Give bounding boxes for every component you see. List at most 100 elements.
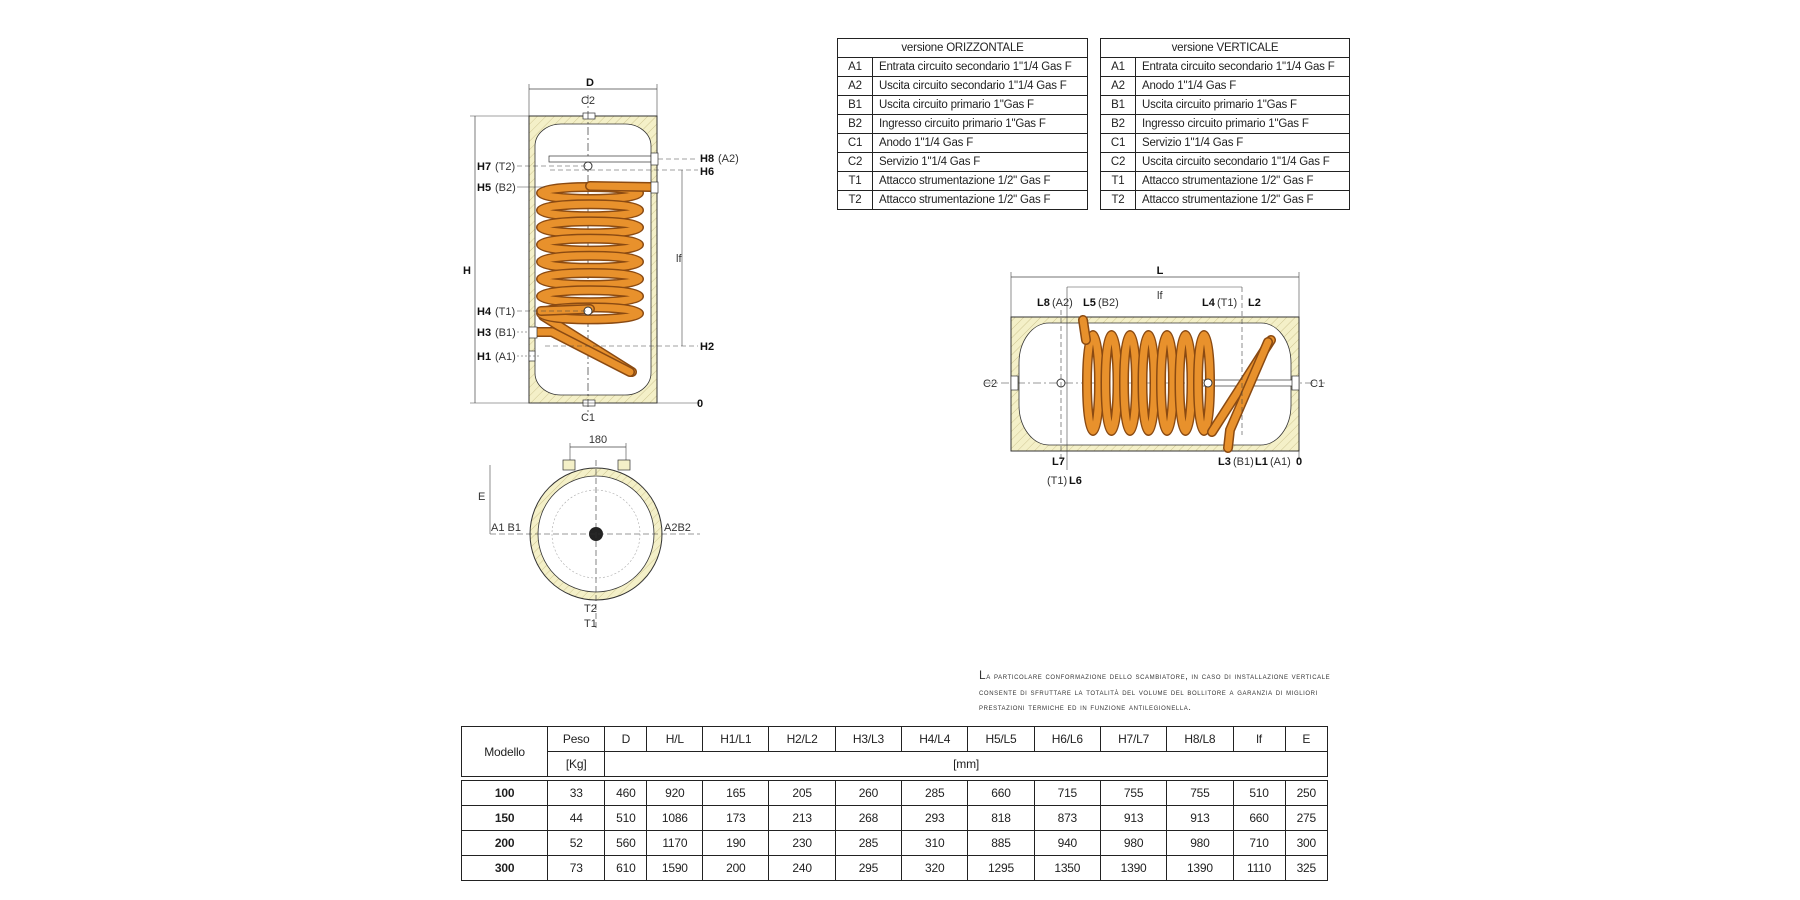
diagram-label: L3 [1218,456,1231,468]
diagram-label: (T1) [495,306,515,318]
connection-code: B1 [1100,95,1136,115]
connection-code: B2 [1100,114,1136,134]
connection-description: Uscita circuito primario 1"Gas F [1135,95,1350,115]
value-cell: 173 [702,805,770,831]
value-cell: 1110 [1232,855,1286,881]
diagram-label: (T1) [1217,297,1237,309]
diagram-label: (A1) [495,351,516,363]
value-cell: 200 [702,855,770,881]
value-cell: 873 [1033,805,1101,831]
connection-code: C2 [1100,152,1136,172]
connection-description: Ingresso circuito primario 1"Gas F [872,114,1088,134]
header-modello: Modello [460,726,549,777]
horizontal-bottom-labels: L7 (T1)L6 L3(B1) L1(A1) 0 [1047,456,1302,487]
connection-description: Uscita circuito secondario 1"1/4 Gas F [872,76,1088,96]
model-cell: 100 [460,780,549,806]
value-cell: 230 [768,830,836,856]
value-cell: 325 [1284,855,1329,881]
column-header: H7/L7 [1099,726,1168,752]
label-lf: lf [676,253,682,265]
connection-code: A2 [837,76,873,96]
value-cell: 285 [834,830,903,856]
connection-description: Attacco strumentazione 1/2" Gas F [1135,190,1350,210]
connection-description: Servizio 1"1/4 Gas F [872,152,1088,172]
connection-description: Anodo 1"1/4 Gas F [1135,76,1350,96]
diagram-label: H6 [700,166,714,178]
label-lf-h: lf [1157,290,1163,302]
connection-code: C1 [1100,133,1136,153]
value-cell: 940 [1033,830,1101,856]
column-header: H8/L8 [1166,726,1234,752]
diagram-label: 0 [697,398,703,410]
value-cell: 295 [834,855,903,881]
value-cell: 1295 [967,855,1035,881]
vertical-left-labels: H7(T2) H5(B2) H4(T1) H3(B1) H1(A1) [477,161,588,363]
connection-code: C2 [837,152,873,172]
diagram-label: 0 [1296,456,1302,468]
diagram-label: (B2) [495,182,516,194]
column-header: lf [1232,726,1286,752]
diagram-label: (T1) [1047,475,1067,487]
value-cell: 300 [1284,830,1329,856]
diagram-label: H3 [477,327,491,339]
column-header: Peso [547,726,606,752]
value-cell: 660 [967,780,1035,806]
connection-code: A1 [837,57,873,77]
value-cell: 755 [1166,780,1234,806]
legend-title: versione VERTICALE [1100,38,1350,58]
value-cell: 190 [702,830,770,856]
diagram-label: (B1) [495,327,516,339]
connection-description: Anodo 1"1/4 Gas F [872,133,1088,153]
horizontal-top-labels: L8(A2) L5(B2) L4(T1) L2 [1037,297,1261,309]
diagram-label: L8 [1037,297,1050,309]
value-cell: 660 [1232,805,1286,831]
diagram-label: (B1) [1233,456,1254,468]
connection-description: Attacco strumentazione 1/2" Gas F [872,190,1088,210]
label-t2: T2 [584,603,597,615]
label-180: 180 [589,434,607,446]
horizontal-tank-diagram: L lf L8(A2) L5(B2) L4(T1) L2 C2 C1 L7 (T… [983,265,1325,487]
value-cell: 293 [901,805,969,831]
connection-code: T1 [1100,171,1136,191]
value-cell: 1086 [646,805,704,831]
connection-description: Entrata circuito secondario 1"1/4 Gas F [1135,57,1350,77]
label-h: H [463,265,471,277]
legend-header-row: versione ORIZZONTALE [837,38,1088,58]
diagram-label: L6 [1069,475,1082,487]
value-cell: 913 [1099,805,1168,831]
diagram-label: H8 [700,153,714,165]
value-cell: 1390 [1166,855,1234,881]
section-view-diagram: 180 E A1 B1 A2B2 T2 T1 [478,434,700,630]
diagram-label: H2 [700,341,714,353]
value-cell: 260 [834,780,903,806]
connection-description: Entrata circuito secondario 1"1/4 Gas F [872,57,1088,77]
unit-mm: [mm] [604,751,1328,777]
label-c1-h: C1 [1310,378,1324,390]
diagram-label: (A2) [718,153,739,165]
horizontal-coil [1078,315,1276,453]
model-cell: 150 [460,805,549,831]
connection-description: Attacco strumentazione 1/2" Gas F [1135,171,1350,191]
diagram-label: (B2) [1098,297,1119,309]
diagram-label: H4 [477,306,492,318]
unit-kg: [Kg] [547,751,606,777]
value-cell: 560 [604,830,648,856]
label-d: D [586,77,594,89]
diagram-label: L1 [1255,456,1268,468]
column-header: E [1284,726,1329,752]
value-cell: 44 [547,805,606,831]
connection-code: T2 [1100,190,1136,210]
label-l: L [1157,265,1164,277]
connection-code: T2 [837,190,873,210]
model-cell: 300 [460,855,549,881]
value-cell: 320 [901,855,969,881]
